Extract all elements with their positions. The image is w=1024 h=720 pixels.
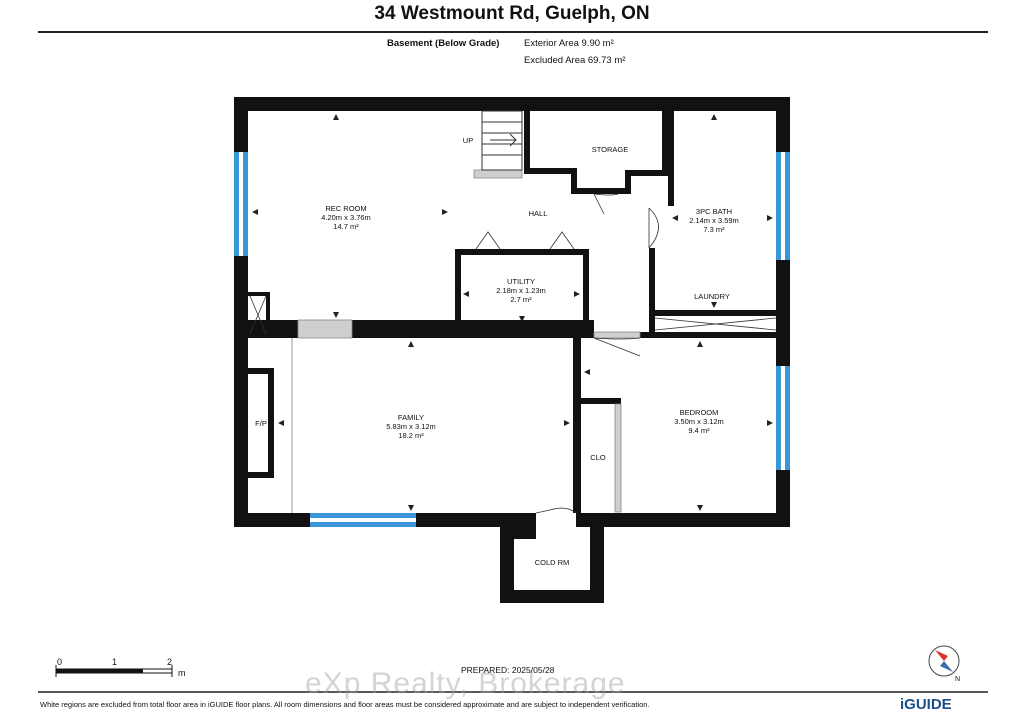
scale-tick-0: 0 [57, 657, 63, 667]
cold-room-label: COLD RM [534, 558, 570, 567]
header-divider [38, 31, 988, 33]
family-area: 18.2 m² [398, 431, 424, 440]
family-name: FAMILY [397, 413, 425, 422]
level-name: Basement (Below Grade) [387, 38, 500, 49]
bath-dims: 2.14m x 3.59m [689, 216, 739, 225]
bedroom-dims: 3.50m x 3.12m [674, 417, 724, 426]
door-openings [297, 169, 641, 513]
family-label: FAMILY 5.83m x 3.12m 18.2 m² [386, 413, 436, 440]
family-dims: 5.83m x 3.12m [386, 422, 436, 431]
laundry-label: LAUNDRY [694, 292, 730, 301]
watermark: eXp Realty, Brokerage [305, 667, 626, 700]
window-mullions [239, 152, 785, 522]
stairs-up-label: UP [462, 136, 474, 145]
compass-icon [928, 645, 960, 677]
rec-room-dims: 4.20m x 3.76m [321, 213, 371, 222]
storage-label: STORAGE [591, 145, 629, 154]
bath-area: 7.3 m² [703, 225, 725, 234]
utility-name: UTILITY [507, 277, 535, 286]
exterior-area: Exterior Area 9.90 m² [524, 38, 614, 49]
hall-label: HALL [528, 209, 548, 218]
dimension-markers [252, 114, 773, 511]
excluded-area: Excluded Area 69.73 m² [524, 55, 626, 66]
bedroom-name: BEDROOM [679, 408, 719, 417]
scale-tick-2: 2 [167, 657, 173, 667]
compass-north-label: N [955, 676, 961, 683]
rec-room-area: 14.7 m² [333, 222, 359, 231]
scale-tick-1: 1 [112, 657, 118, 667]
stairs [481, 110, 523, 171]
fireplace-label: F/P [255, 419, 267, 428]
brand-logo: iGUIDE [900, 696, 952, 713]
bath-name: 3PC BATH [695, 207, 733, 216]
door-swings [249, 193, 777, 514]
footnote: White regions are excluded from total fl… [40, 700, 650, 709]
closet-label: CLO [590, 453, 606, 462]
bedroom-label: BEDROOM 3.50m x 3.12m 9.4 m² [674, 408, 724, 435]
page-title: 34 Westmount Rd, Guelph, ON [374, 3, 650, 24]
prepared-date: PREPARED: 2025/05/28 [461, 665, 555, 675]
bath-label: 3PC BATH 2.14m x 3.59m 7.3 m² [689, 207, 739, 234]
utility-area: 2.7 m² [510, 295, 532, 304]
utility-label: UTILITY 2.18m x 1.23m 2.7 m² [496, 277, 546, 304]
scale-bar [55, 665, 173, 677]
bedroom-area: 9.4 m² [688, 426, 710, 435]
rec-room-label: REC ROOM 4.20m x 3.76m 14.7 m² [321, 204, 371, 231]
scale-unit: m [178, 668, 186, 678]
utility-dims: 2.18m x 1.23m [496, 286, 546, 295]
rec-room-name: REC ROOM [325, 204, 367, 213]
